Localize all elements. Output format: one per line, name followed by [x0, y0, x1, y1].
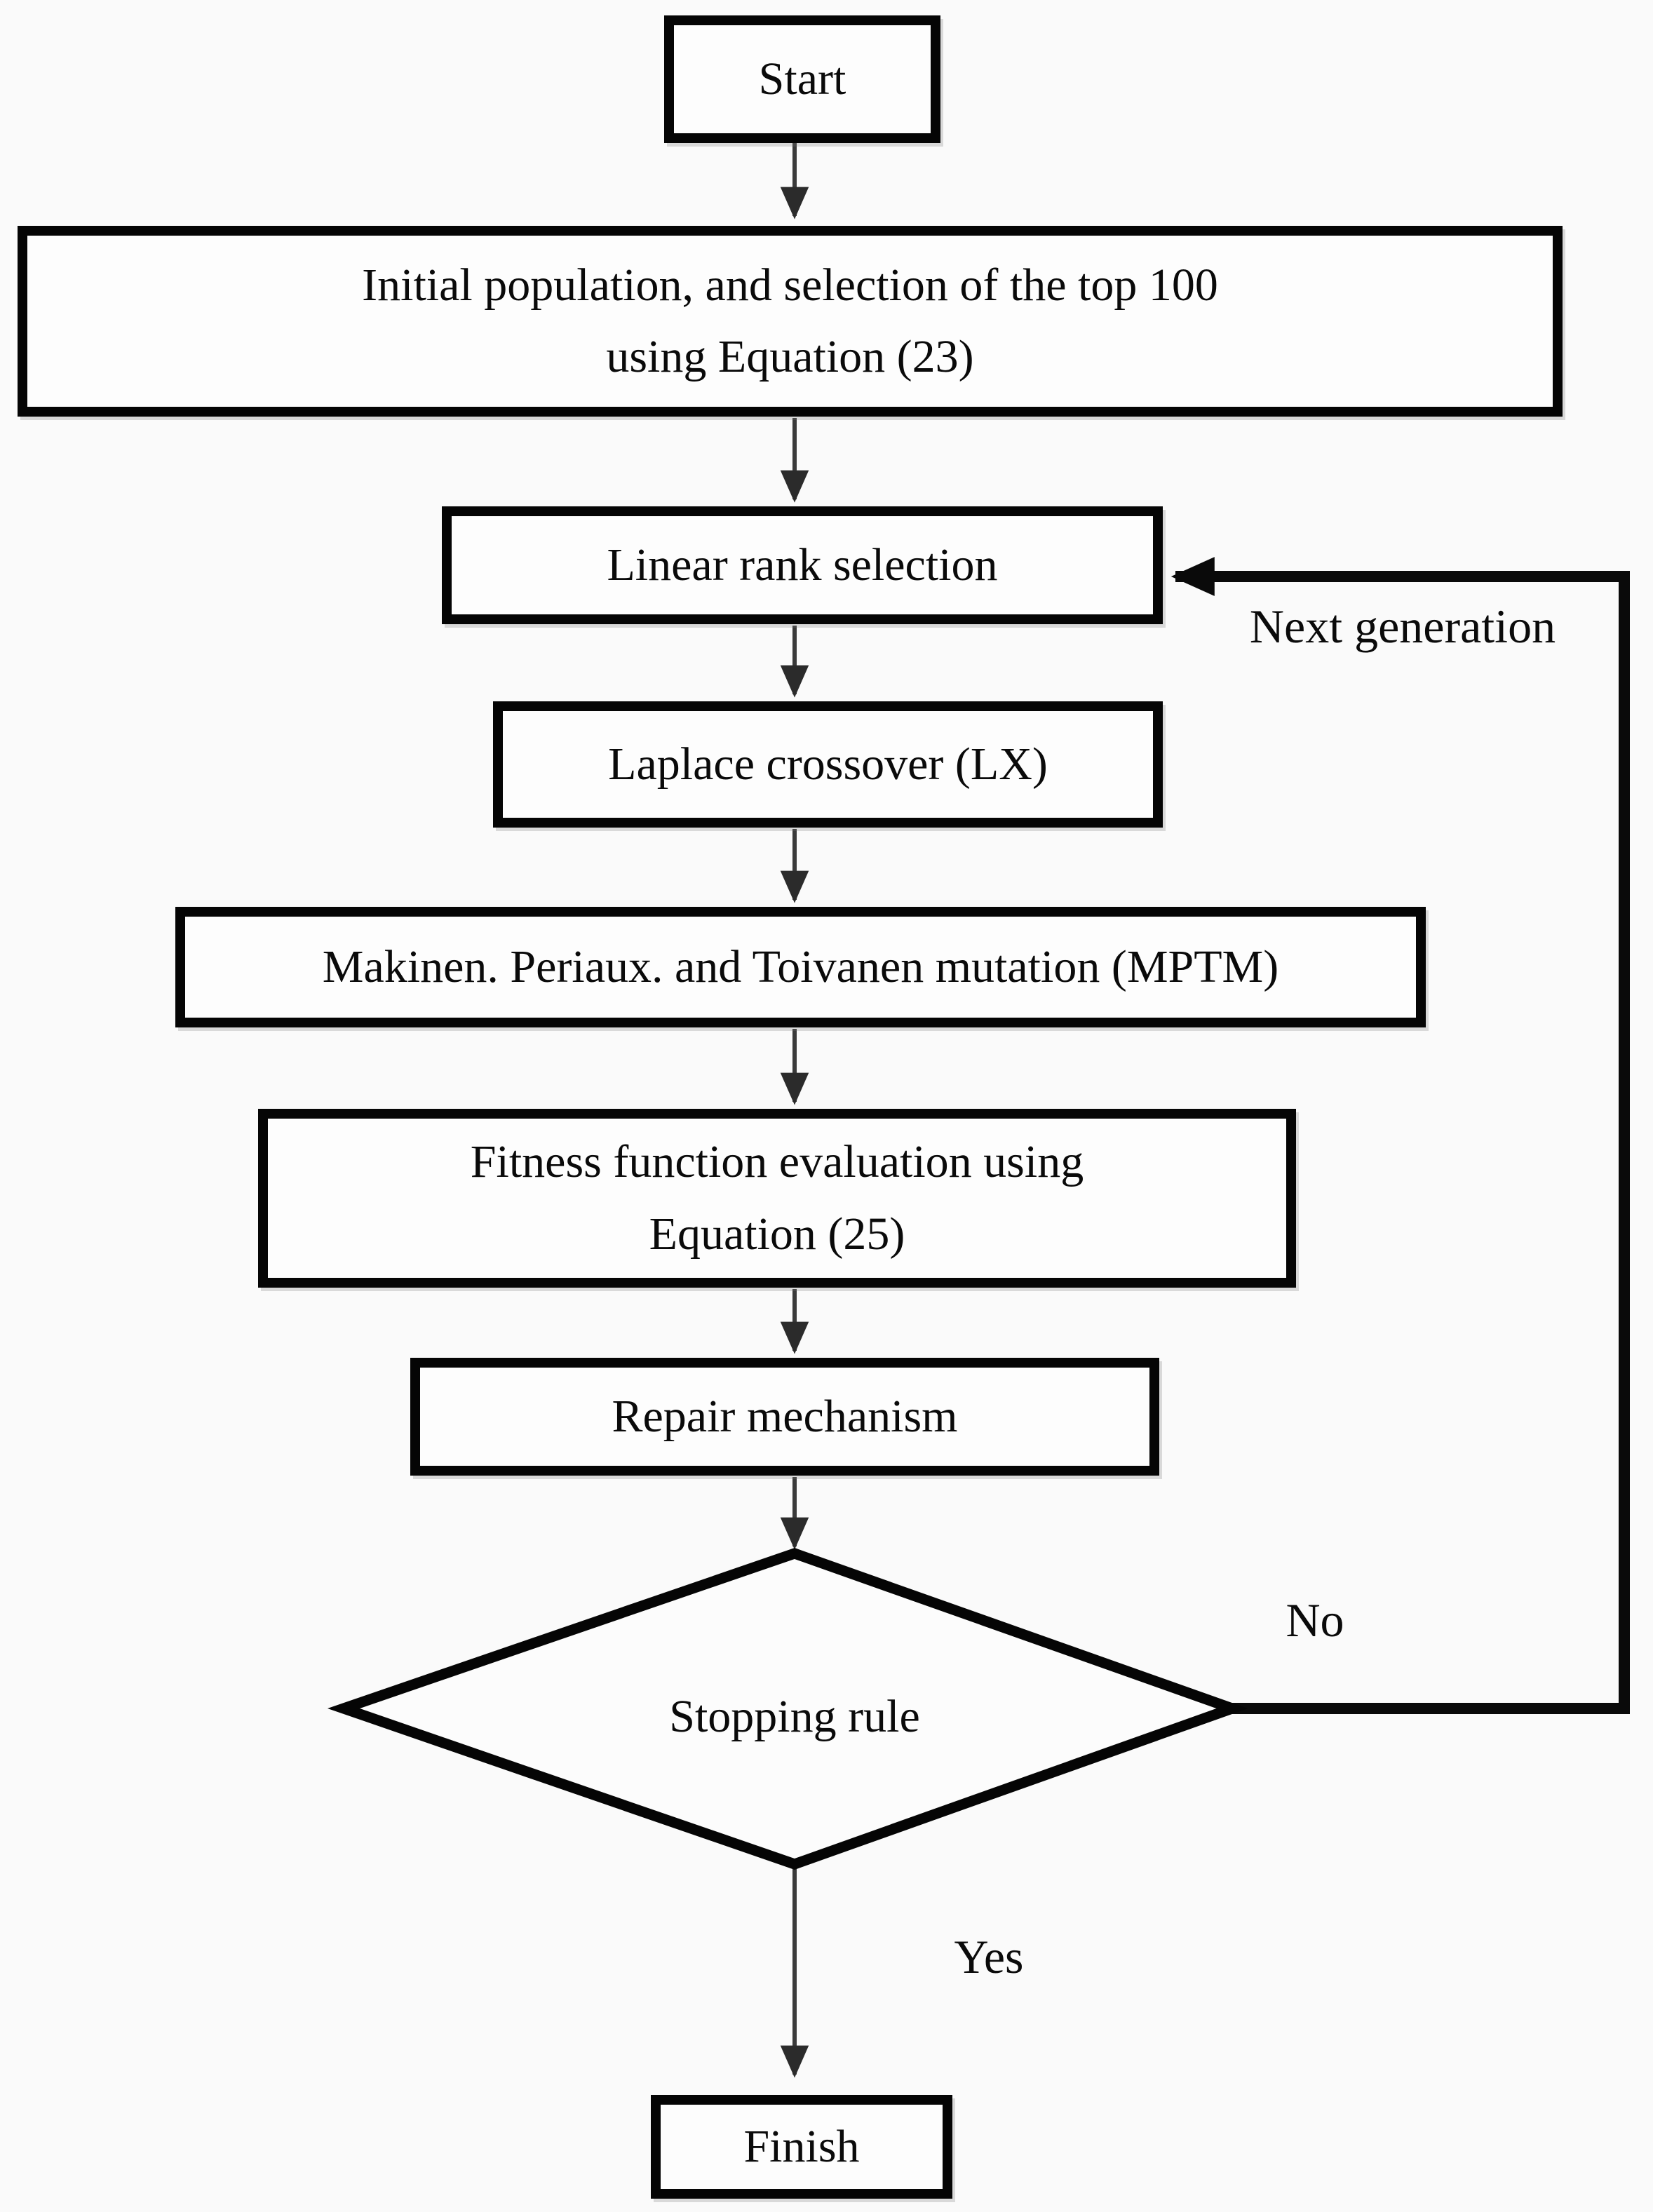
edge-label-no: No: [1286, 1593, 1344, 1647]
node-start: Start: [664, 15, 940, 143]
node-initial-population: Initial population, and selection of the…: [18, 226, 1563, 417]
node-finish-label: Finish: [743, 2120, 860, 2172]
node-fitness-evaluation-line2: Equation (25): [649, 1208, 905, 1260]
node-mptm-mutation-label: Makinen. Periaux. and Toivanen mutation …: [322, 940, 1279, 992]
edge-label-yes: Yes: [954, 1929, 1024, 1983]
decision-diamond-shape: [327, 1548, 1248, 1870]
node-linear-rank-selection: Linear rank selection: [442, 506, 1163, 624]
node-laplace-crossover-label: Laplace crossover (LX): [608, 738, 1048, 790]
node-repair-mechanism: Repair mechanism: [410, 1358, 1159, 1476]
node-initial-population-line2: using Equation (23): [606, 331, 974, 382]
node-fitness-evaluation-line1: Fitness function evaluation using: [470, 1136, 1084, 1188]
node-laplace-crossover: Laplace crossover (LX): [493, 701, 1163, 828]
node-finish: Finish: [651, 2095, 952, 2199]
arrow-next-generation-loop: [1170, 557, 1630, 1714]
node-fitness-evaluation: Fitness function evaluation using Equati…: [258, 1109, 1296, 1288]
node-stopping-rule-label: Stopping rule: [669, 1691, 920, 1742]
node-linear-rank-selection-label: Linear rank selection: [607, 539, 998, 591]
node-repair-mechanism-label: Repair mechanism: [612, 1390, 958, 1442]
edge-label-next-generation: Next generation: [1249, 599, 1556, 653]
node-start-label: Start: [758, 53, 846, 104]
node-initial-population-line1: Initial population, and selection of the…: [362, 259, 1218, 311]
node-mptm-mutation: Makinen. Periaux. and Toivanen mutation …: [175, 907, 1426, 1027]
